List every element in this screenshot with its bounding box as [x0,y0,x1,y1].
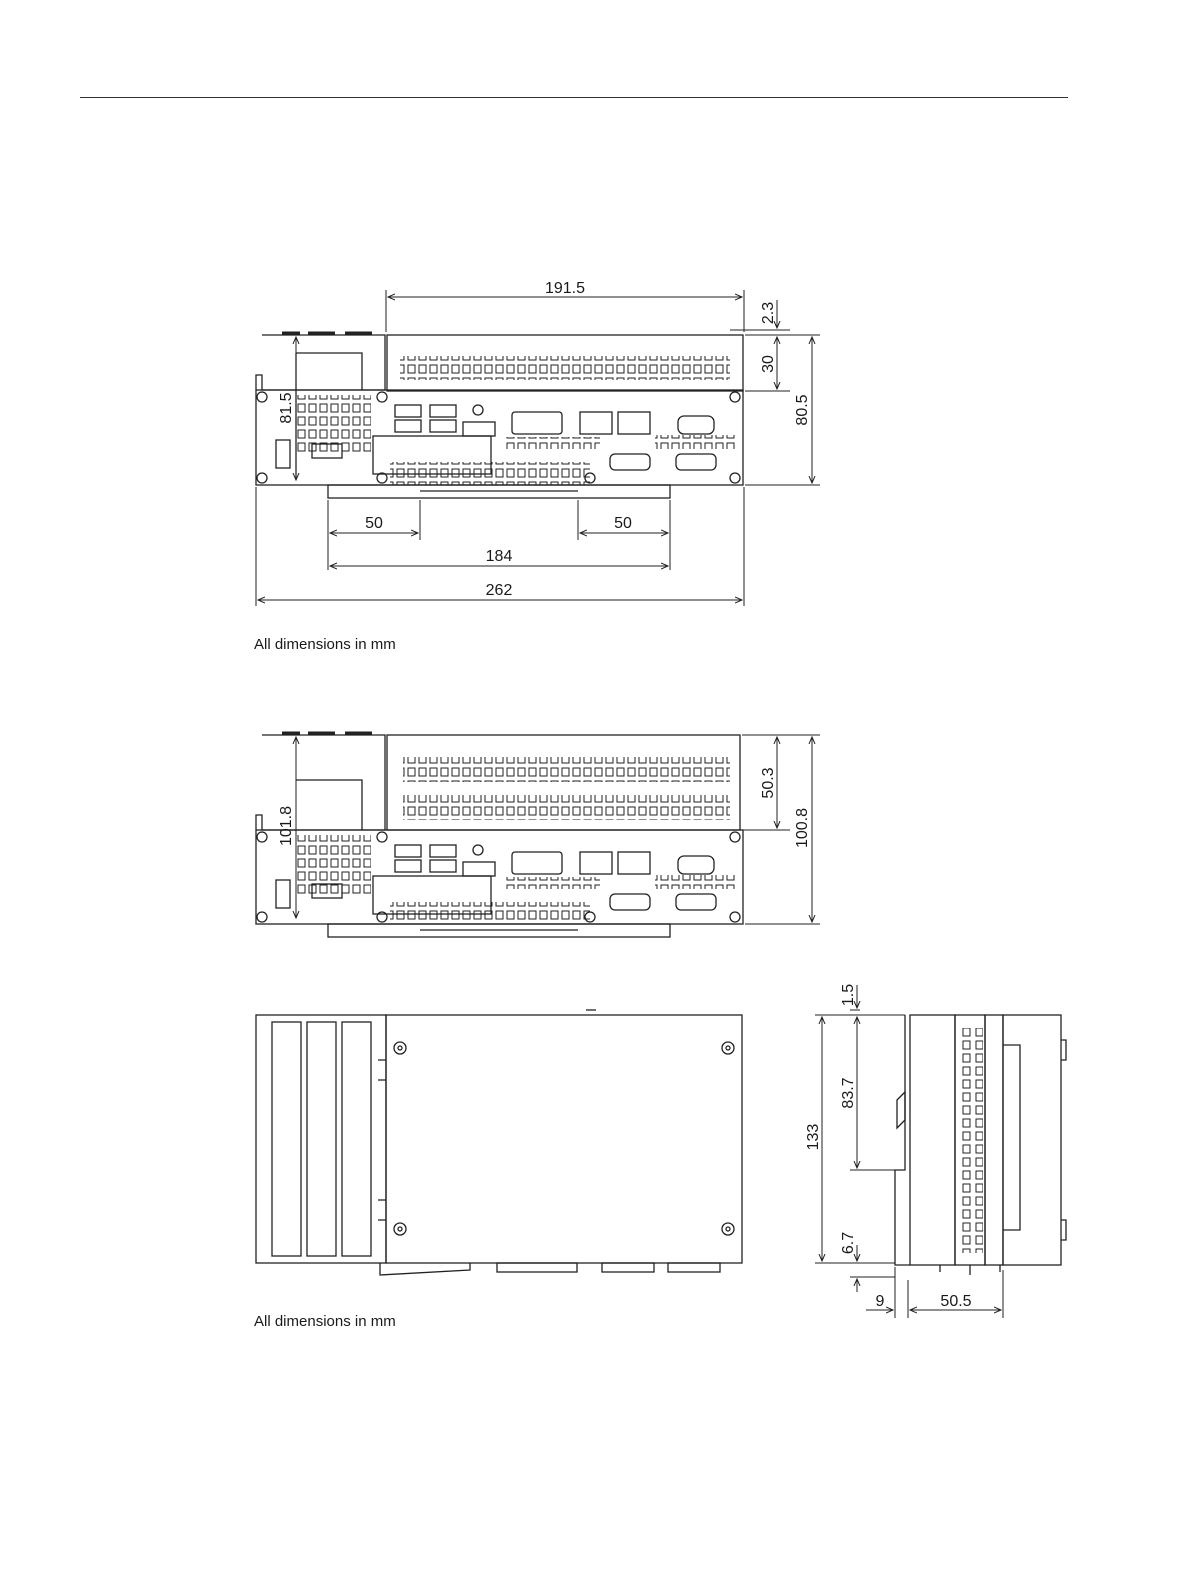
dim-rail-offset: 9 [876,1293,885,1310]
side-view-drawing [895,1015,1066,1275]
dim-rail-width: 184 [486,548,513,565]
dim-cover-height: 30 [760,355,777,373]
units-note-2: All dimensions in mm [254,1313,396,1330]
dim-top-offset: 1.5 [840,984,857,1006]
dim-side-depth: 50.5 [940,1293,971,1310]
dim-top-width: 191.5 [545,280,585,297]
dim-cover-step: 2.3 [760,302,777,324]
dim-left-height-2: 101.8 [278,806,295,846]
dim-lower-offset: 6.7 [840,1232,857,1254]
units-note-1: All dimensions in mm [254,636,396,653]
dimension-labels-drawing-3: 1.5 83.7 133 6.7 9 50.5 [805,984,972,1310]
dim-total-width: 262 [486,582,513,599]
dim-left-height: 81.5 [278,392,295,423]
dim-rail-left: 50 [365,515,383,532]
dim-upper-height: 83.7 [840,1077,857,1108]
dim-total-depth: 133 [805,1124,822,1151]
dim-cover-height-2: 50.3 [760,767,777,798]
top-view-drawing [256,1010,742,1275]
dim-total-height-2: 100.8 [794,808,811,848]
front-view-drawing-1 [256,333,743,498]
dim-rail-right: 50 [614,515,632,532]
dim-total-height: 80.5 [794,394,811,425]
front-view-drawing-2 [256,733,743,937]
